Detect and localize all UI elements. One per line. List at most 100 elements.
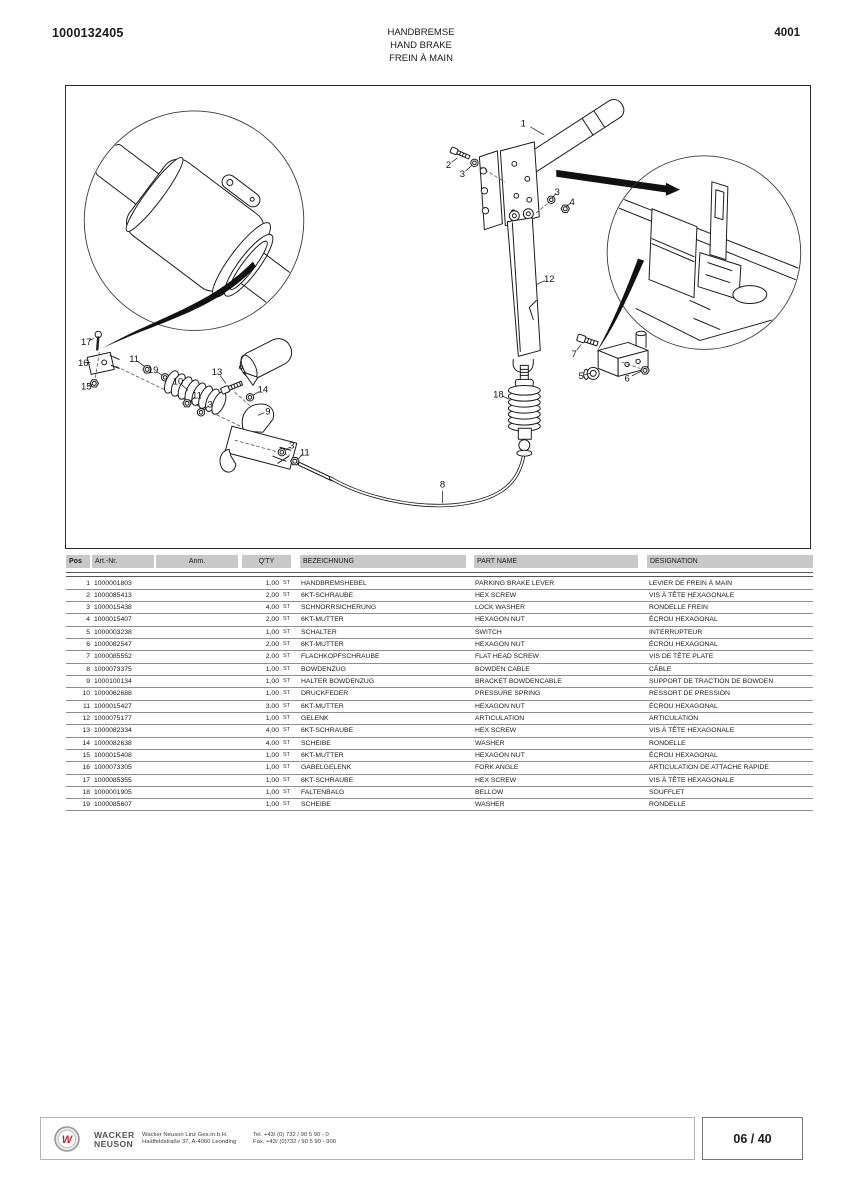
part-callout-16: 16	[78, 358, 89, 369]
part-callout-3: 3	[289, 441, 294, 452]
brand-line1: WACKER	[94, 1130, 135, 1140]
callout-leader-line	[551, 193, 556, 198]
cell-part: PARKING BRAKE LEVER	[475, 579, 555, 587]
cell-part: HEXAGON NUT	[475, 641, 525, 649]
part-callout-17: 17	[81, 337, 92, 348]
cell-pos: 13	[82, 727, 90, 735]
cell-bez: 6KT-MUTTER	[301, 751, 344, 759]
arrow-to-switch	[596, 258, 645, 353]
cell-bez: FLACHKOPFSCHRAUBE	[301, 653, 380, 661]
cell-qty: 1,00	[265, 788, 279, 796]
company-tel: Tel. +43/ (0) 732 / 90 5 90 - 0	[253, 1132, 329, 1138]
cell-unit: ST	[283, 653, 291, 660]
cell-pos: 17	[82, 776, 90, 784]
part-callout-15: 15	[81, 382, 92, 393]
cell-des: RESSORT DE PRESSION	[649, 690, 730, 698]
callout-leader-line	[297, 454, 303, 460]
callout-leader-line	[631, 371, 642, 377]
cell-art: 1000082334	[94, 727, 132, 735]
parts-table: Pos Art.-Nr. Anm. Q'TY BEZEICHNUNG PART …	[66, 550, 813, 812]
hex-screw-13	[220, 380, 244, 395]
cell-bez: GELENK	[301, 714, 329, 722]
part-callout-11: 11	[129, 354, 139, 365]
cell-part: HEX SCREW	[475, 776, 517, 784]
part-callout-6: 6	[624, 374, 629, 385]
cell-unit: ST	[283, 788, 291, 795]
part-callout-3: 3	[460, 169, 465, 180]
cell-des: LEVIER DE FREIN À MAIN	[649, 579, 733, 587]
arrow-to-right-detail	[556, 169, 669, 193]
cell-bez: SCHALTER	[301, 628, 337, 636]
hex-nut-4	[560, 204, 570, 213]
callout-leader-line	[536, 280, 545, 285]
part-callout-14: 14	[258, 385, 269, 396]
cell-unit: ST	[283, 702, 291, 709]
cell-qty: 4,00	[265, 739, 279, 747]
cell-art: 1000082547	[94, 641, 132, 649]
cell-unit: ST	[283, 801, 291, 808]
column-header-anm: Anm.	[156, 555, 238, 568]
callout-leader-line	[565, 203, 571, 208]
cell-des: RONDELLE	[649, 801, 686, 809]
cell-des: ÉCROU HEXAGONAL	[649, 641, 718, 649]
part-callout-12: 12	[544, 274, 555, 285]
hex-screw-2	[449, 146, 471, 160]
page-title-block: HANDBREMSE HAND BRAKE FREIN À MAIN	[0, 26, 842, 65]
callout-leader-line	[252, 391, 260, 396]
cell-part: FORK ANGLE	[475, 764, 519, 772]
footer-bar: W WACKER NEUSON Wacker Neuson Linz Ges.m…	[40, 1117, 695, 1160]
cell-qty: 1,00	[265, 690, 279, 698]
part-callout-2: 2	[446, 160, 451, 171]
callout-leader-line	[502, 395, 510, 400]
cell-part: HEXAGON NUT	[475, 616, 525, 624]
cell-part: SWITCH	[475, 628, 502, 636]
cell-art: 1000015408	[94, 751, 132, 759]
cell-des: ÉCROU HEXAGONAL	[649, 751, 718, 759]
cell-part: PRESSURE SPRING	[475, 690, 541, 698]
callout-leader-line	[189, 397, 195, 402]
cell-bez: BOWDENZUG	[301, 665, 346, 673]
table-header-row: Pos Art.-Nr. Anm. Q'TY BEZEICHNUNG PART …	[66, 555, 813, 568]
cell-unit: ST	[283, 751, 291, 758]
callout-leader-line	[156, 371, 163, 376]
part-callout-7: 7	[572, 349, 577, 360]
wacker-neuson-logo: W	[54, 1126, 80, 1152]
cell-pos: 10	[82, 690, 90, 698]
cell-part: HEX SCREW	[475, 591, 517, 599]
callout-leader-line	[137, 360, 145, 367]
column-header-pos: Pos	[66, 555, 90, 568]
column-header-artnr: Art.-Nr.	[92, 555, 154, 568]
bowden-cable	[297, 455, 526, 508]
cell-bez: 6KT-SCHRAUBE	[301, 591, 354, 599]
cell-qty: 2,00	[265, 616, 279, 624]
cell-qty: 2,00	[265, 653, 279, 661]
cell-pos: 15	[82, 751, 90, 759]
cell-art: 1000082638	[94, 739, 132, 747]
cell-des: SUPPORT DE TRACTION DE BOWDEN	[649, 678, 774, 685]
cell-des: ARTICULATION	[649, 714, 699, 722]
cell-art: 1000062688	[94, 690, 132, 698]
part-callout-5: 5	[579, 371, 584, 382]
cell-art: 1000085607	[94, 801, 132, 809]
callout-leader-line	[584, 373, 591, 376]
cell-qty: 1,00	[265, 714, 279, 722]
cell-part: BELLOW	[475, 788, 504, 796]
cell-des: VIS À TÊTE HEXAGONALE	[649, 727, 735, 735]
company-address: Wacker Neuson Linz Ges.m.b.H. Haidfeldst…	[142, 1132, 236, 1146]
cell-bez: FALTENBALG	[301, 788, 345, 796]
cell-unit: ST	[283, 616, 291, 623]
callout-leader-line	[257, 412, 265, 416]
cell-bez: HALTER BOWDENZUG	[301, 678, 375, 685]
title-german: HANDBREMSE	[387, 27, 455, 38]
